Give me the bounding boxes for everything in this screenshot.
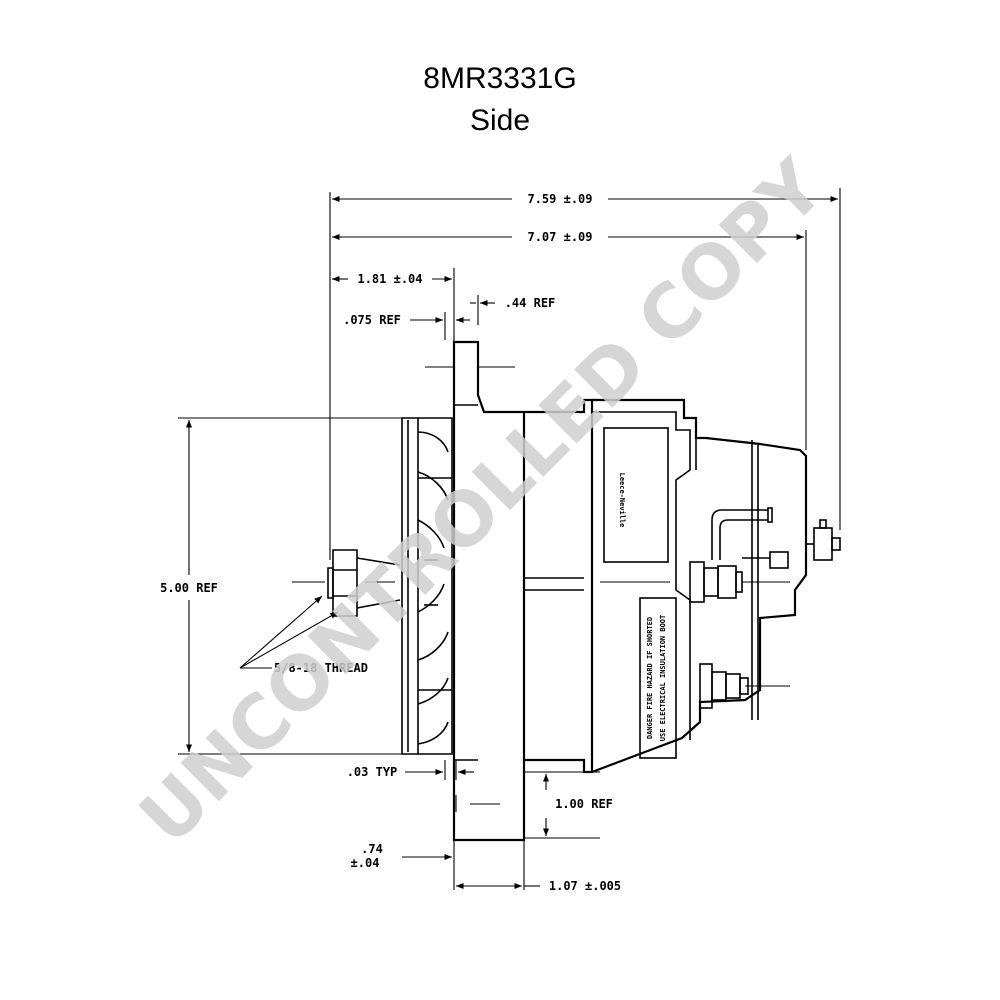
- dimension-diameter: 5.00 REF: [160, 420, 218, 752]
- stator-section: [524, 398, 594, 774]
- dimension-body-length: 7.07 ±.09: [332, 230, 804, 244]
- dimension-overall-length: 7.59 ±.09: [332, 192, 838, 206]
- dimension-thread-callout: 5/8-18 THREAD: [239, 595, 368, 675]
- typ-03-label: .03 TYP: [347, 765, 398, 779]
- dim-74-label: .74: [361, 842, 383, 856]
- body-length-label: 7.07 ±.09: [527, 230, 592, 244]
- rear-housing: [591, 398, 808, 774]
- brand-plate: Leece-Neville: [603, 427, 669, 563]
- terminals: [689, 440, 841, 720]
- fan-pulley: [401, 417, 453, 755]
- shaft-nut: [327, 549, 401, 617]
- view-subtitle: Side: [470, 104, 530, 137]
- dimension-ref-100: 1.00 REF: [542, 774, 613, 836]
- danger-text-1: DANGER FIRE HAZARD IF SHORTED: [646, 617, 654, 739]
- dimension-ref-075: .075 REF: [343, 313, 470, 327]
- ref-100-label: 1.00 REF: [555, 797, 613, 811]
- diameter-label: 5.00 REF: [160, 581, 218, 595]
- dim-107-label: 1.07 ±.005: [549, 879, 621, 893]
- pulley-offset-label: 1.81 ±.04: [357, 272, 422, 286]
- danger-text-2: USE ELECTRICAL INSULATION BOOT: [659, 615, 667, 741]
- dimension-typ-03: .03 TYP: [347, 765, 474, 779]
- centerlines: [292, 366, 790, 812]
- ref-44-label: .44 REF: [505, 296, 556, 310]
- overall-length-label: 7.59 ±.09: [527, 192, 592, 206]
- brand-text: Leece-Neville: [618, 473, 626, 528]
- ref-075-label: .075 REF: [343, 313, 401, 327]
- dimension-74: .74 ±.04: [351, 842, 452, 870]
- part-number-title: 8MR3331G: [423, 62, 576, 95]
- uncontrolled-copy-watermark: UNCONTROLLED COPY: [124, 143, 842, 861]
- dim-74-tolerance: ±.04: [351, 856, 380, 870]
- extension-lines: [178, 188, 841, 890]
- danger-plate: DANGER FIRE HAZARD IF SHORTED USE ELECTR…: [639, 597, 677, 759]
- dimension-pulley-offset: 1.81 ±.04: [332, 272, 452, 286]
- dimension-ref-44: .44 REF: [470, 296, 555, 310]
- front-housing: [452, 340, 526, 842]
- thread-label: 5/8-18 THREAD: [274, 661, 368, 675]
- dimension-107: 1.07 ±.005: [456, 879, 621, 893]
